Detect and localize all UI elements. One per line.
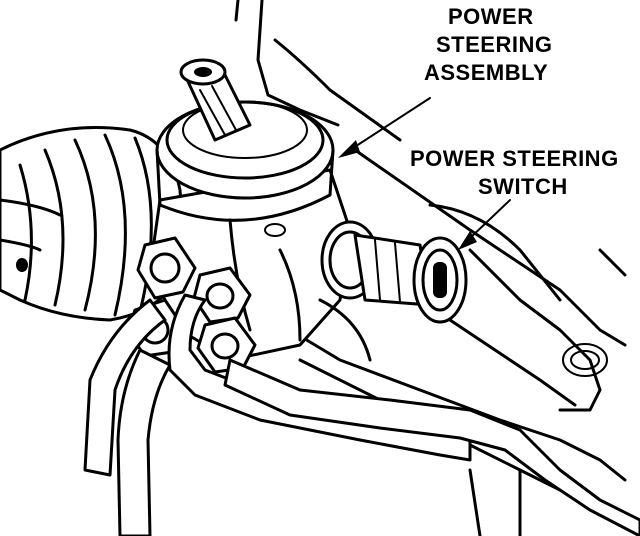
frame-outline [234, 0, 627, 536]
switch-label-line2: SWITCH [478, 174, 568, 199]
label-power-steering-assembly: POWER STEERING ASSEMBLY [424, 4, 552, 85]
assembly-label-line2: STEERING [436, 32, 552, 57]
switch-label-line1: POWER STEERING [410, 146, 619, 171]
hydraulic-lines [83, 293, 640, 536]
label-power-steering-switch: POWER STEERING SWITCH [410, 146, 619, 199]
leader-lines [338, 97, 511, 250]
power-steering-assembly [148, 58, 372, 362]
assembly-label-line1: POWER [448, 4, 534, 29]
assembly-label-line3: ASSEMBLY [424, 60, 548, 85]
power-steering-switch [320, 220, 468, 324]
